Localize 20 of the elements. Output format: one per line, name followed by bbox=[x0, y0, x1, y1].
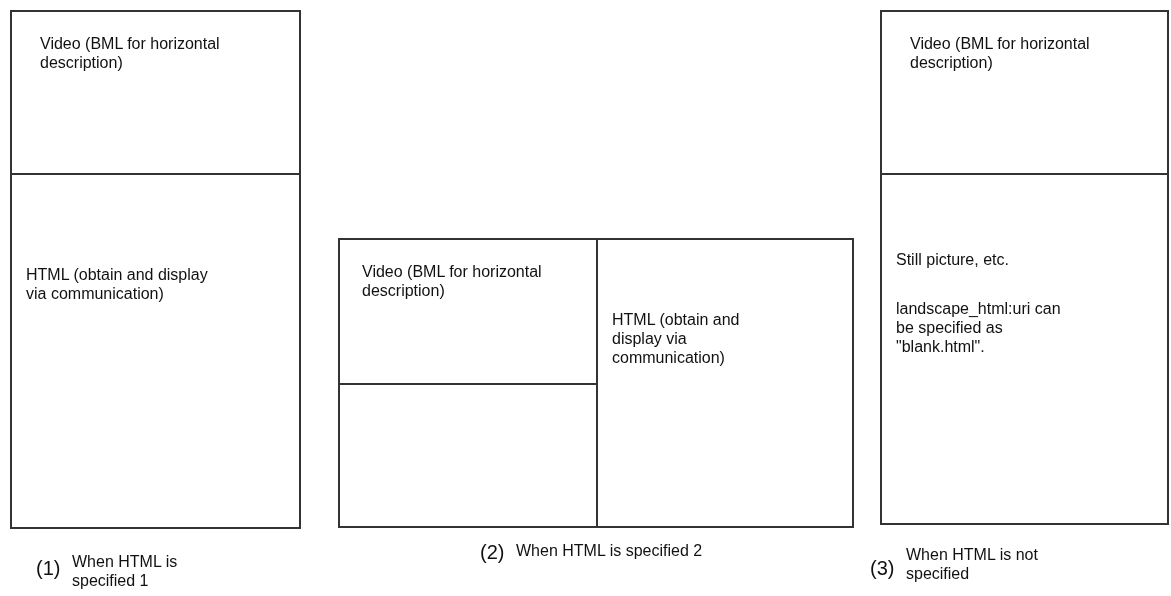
caption-number: (3) bbox=[870, 557, 895, 580]
screen-region bbox=[880, 10, 1169, 175]
region-text: HTML (obtain and display via communication) bbox=[26, 265, 209, 303]
screen-region bbox=[338, 383, 598, 528]
region-text: landscape_html:uri can be specified as "blank.html". bbox=[896, 299, 1062, 356]
region-text: Still picture, etc. bbox=[896, 250, 1010, 269]
caption-text: When HTML is specified 2 bbox=[516, 541, 703, 560]
caption-text: When HTML is not specified bbox=[906, 545, 1039, 583]
caption-number: (1) bbox=[36, 557, 61, 580]
region-text: Video (BML for horizontal description) bbox=[362, 262, 542, 300]
screen-region bbox=[338, 238, 598, 385]
region-text: HTML (obtain and display via communication) bbox=[612, 310, 741, 367]
screen-region bbox=[10, 173, 301, 529]
screen-region bbox=[880, 173, 1169, 525]
screen-region bbox=[10, 10, 301, 175]
caption-text: When HTML is specified 1 bbox=[72, 552, 179, 590]
region-text: Video (BML for horizontal description) bbox=[910, 34, 1091, 72]
caption-number: (2) bbox=[480, 541, 505, 564]
screen-region bbox=[596, 238, 854, 528]
region-text: Video (BML for horizontal description) bbox=[40, 34, 221, 72]
